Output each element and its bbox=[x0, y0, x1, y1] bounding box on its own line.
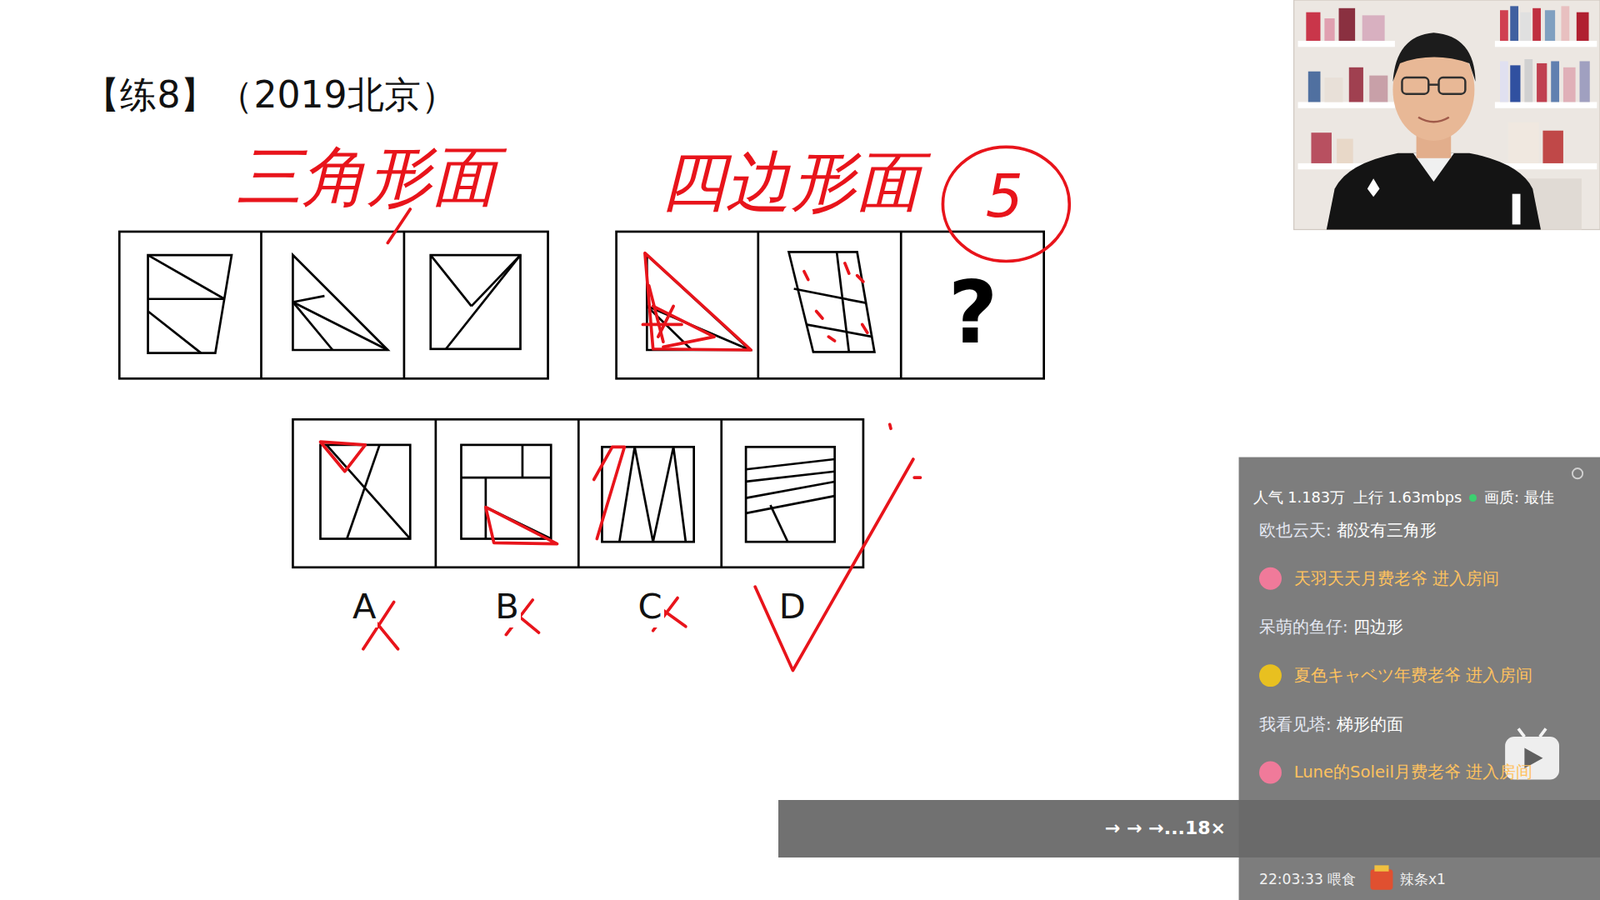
chat-message: 辣条x1 bbox=[1400, 870, 1446, 889]
option-cell: C bbox=[578, 419, 721, 568]
option-cell: A bbox=[292, 419, 435, 568]
webcam-image bbox=[1294, 0, 1600, 230]
handwritten-note: 三角形面 bbox=[236, 137, 497, 216]
chat-user-name: 呆萌的鱼仔: bbox=[1259, 617, 1349, 638]
chat-entry-notice: Lune的Soleil月费老爷 进入房间 bbox=[1294, 762, 1533, 783]
exercise-title: 【练8】（2019北京） bbox=[83, 73, 457, 118]
chat-user-name: 我看见塔: bbox=[1259, 715, 1332, 735]
chat-message: 22:03:33 喂食 bbox=[1259, 870, 1356, 889]
handwritten-note: 四边形面 bbox=[660, 142, 921, 221]
settings-icon bbox=[1572, 468, 1583, 479]
red-annotation bbox=[320, 146, 1070, 670]
option-cell: B bbox=[435, 419, 579, 568]
handwritten-note: 5 bbox=[985, 160, 1024, 232]
option-letter: B bbox=[493, 585, 521, 628]
question-cell: ? bbox=[901, 231, 1044, 379]
chat-message: 画质: 最佳 bbox=[1484, 489, 1555, 507]
chat-user-name: 欧也云天: bbox=[1259, 520, 1332, 541]
option-letter: D bbox=[777, 585, 808, 628]
chat-message: 四边形 bbox=[1353, 617, 1404, 638]
vip-badge bbox=[1259, 664, 1282, 687]
vip-badge bbox=[1259, 760, 1282, 784]
chat-message: 上行 1.63mbps bbox=[1353, 489, 1462, 507]
figure-panels bbox=[119, 231, 1044, 379]
chat-message: 梯形的面 bbox=[1336, 715, 1404, 735]
vip-badge bbox=[1259, 567, 1282, 590]
question-mark: ? bbox=[948, 261, 999, 365]
option-cell: D bbox=[721, 419, 864, 568]
danmaku-bar: → → →...18× bbox=[778, 800, 1600, 858]
chat-entry-notice: 天羽天天月费老爷 进入房间 bbox=[1294, 569, 1500, 590]
gift-icon bbox=[1370, 865, 1393, 890]
option-panels bbox=[292, 419, 863, 568]
danmaku-text: → → →...18× bbox=[1105, 817, 1226, 840]
option-letter: C bbox=[635, 585, 664, 628]
status-dot bbox=[1469, 494, 1477, 502]
option-letter: A bbox=[350, 585, 378, 628]
chat-message: 都没有三角形 bbox=[1336, 520, 1437, 541]
chat-message: 人气 1.183万 bbox=[1253, 489, 1345, 507]
chat-entry-notice: 夏色キャベツ年费老爷 进入房间 bbox=[1294, 665, 1533, 686]
